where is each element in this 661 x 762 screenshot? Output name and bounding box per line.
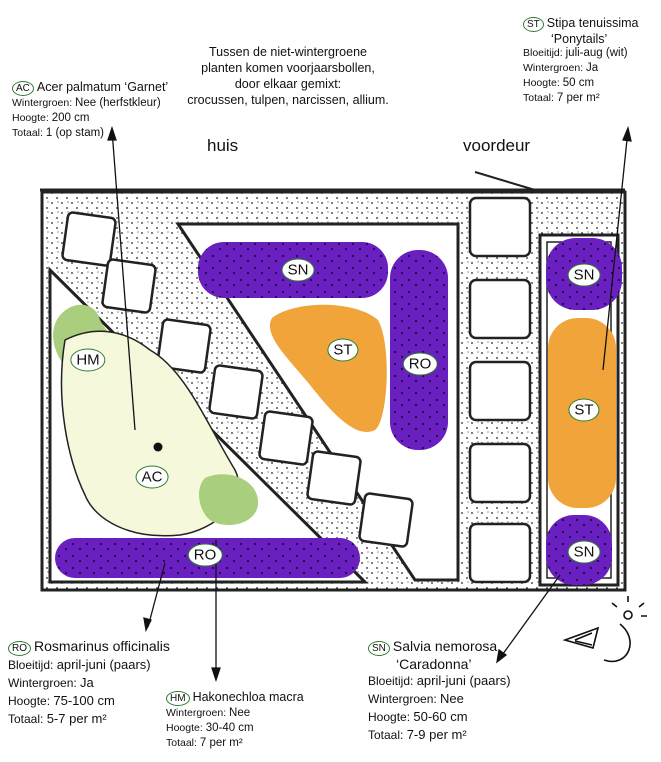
plant-st-mid <box>269 304 387 432</box>
tag-sn-right-top: SN <box>567 263 601 287</box>
sun-direction-icon <box>562 596 647 663</box>
bulbs-note: Tussen de niet-wintergroene planten kome… <box>187 45 389 107</box>
tag-ac: AC <box>135 465 169 489</box>
front-path-tiles <box>468 196 532 584</box>
tag-sn-right-bottom: SN <box>567 540 601 564</box>
tag-sn-top: SN <box>281 258 315 282</box>
plant-ro-mid <box>390 250 448 450</box>
diagonal-path-tiles <box>61 211 414 548</box>
label-house: huis <box>207 136 239 155</box>
tag-ro-mid: RO <box>402 352 438 376</box>
plant-hm-bottom <box>198 474 259 525</box>
label-front-door: voordeur <box>463 136 531 155</box>
tag-st-mid: ST <box>327 338 359 362</box>
tag-ro-bottom: RO <box>187 543 223 567</box>
tag-st-right: ST <box>568 398 600 422</box>
tag-hm: HM <box>70 348 106 372</box>
